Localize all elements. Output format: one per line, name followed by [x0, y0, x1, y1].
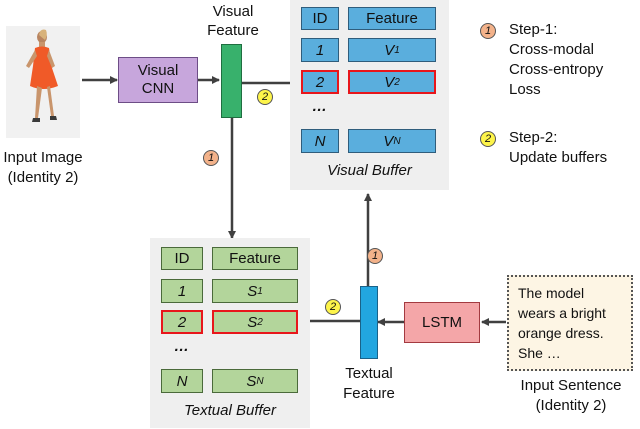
input-sentence-line1: The model	[518, 285, 585, 301]
visual-buffer	[290, 0, 449, 190]
input-image	[6, 26, 80, 138]
visual-cnn-box: Visual CNN	[118, 57, 198, 103]
visual-buffer-row-n-feature-subscript: N	[393, 135, 401, 147]
visual-buffer-row-2-id: 2	[301, 70, 339, 94]
step-2-marker-visual: 2	[257, 89, 273, 105]
textual-buffer-row-1-feature-subscript: 1	[257, 285, 263, 297]
step-2-marker-textual: 2	[325, 299, 341, 315]
input-sentence-caption-line2: (Identity 2)	[535, 397, 607, 414]
input-sentence-line4: She …	[518, 345, 561, 361]
textual-buffer-row-2-feature-subscript: 2	[257, 316, 263, 328]
textual-buffer-ellipsis: …	[174, 338, 189, 355]
visual-buffer-title: Visual Buffer	[327, 162, 412, 179]
textual-feature-bar	[360, 286, 378, 359]
legend-step-1-line4: Loss	[509, 81, 541, 98]
visual-buffer-row-1-feature-subscript: 1	[394, 44, 400, 56]
legend-step-1-line1: Step-1:	[509, 21, 558, 38]
legend-step-2-line2: Update buffers	[509, 149, 608, 166]
visual-buffer-row-n-id: N	[301, 129, 339, 153]
visual-buffer-row-2-feature-symbol: V	[384, 73, 395, 91]
legend-step-2-line1: Step-2:	[509, 129, 558, 146]
textual-buffer-row-n-feature-subscript: N	[256, 375, 264, 387]
textual-buffer-title: Textual Buffer	[184, 402, 276, 419]
legend-step-2-marker: 2	[480, 131, 496, 147]
textual-buffer-row-n-id: N	[161, 369, 203, 393]
textual-buffer-row-1-feature-symbol: S	[247, 282, 258, 300]
textual-buffer-row-1-id: 1	[161, 279, 203, 303]
visual-buffer-ellipsis: …	[312, 98, 327, 115]
visual-buffer-row-n-feature-symbol: V	[383, 132, 394, 150]
step-1-marker-visual: 1	[203, 150, 219, 166]
visual-buffer-row-2-feature-subscript: 2	[394, 76, 400, 88]
visual-buffer-header-id: ID	[301, 7, 339, 30]
visual-feature-label-line2: Feature	[207, 22, 259, 39]
input-sentence-caption-line1: Input Sentence	[520, 377, 622, 394]
legend-step-1-line2: Cross-modal	[509, 41, 595, 58]
textual-buffer-row-2-id: 2	[161, 310, 203, 334]
visual-feature-bar	[221, 44, 242, 118]
input-sentence-line3: orange dress.	[518, 325, 604, 341]
visual-cnn-line2: CNN	[141, 80, 175, 97]
step-1-marker-textual: 1	[367, 248, 383, 264]
visual-feature-label-line1: Visual	[212, 3, 254, 20]
textual-buffer-header-id: ID	[161, 247, 203, 270]
visual-cnn-line1: Visual	[137, 62, 179, 79]
textual-buffer-row-n-feature-symbol: S	[246, 372, 257, 390]
legend-step-1-marker: 1	[480, 23, 496, 39]
visual-buffer-row-1-feature-symbol: V	[384, 41, 395, 59]
input-image-caption-line2: (Identity 2)	[7, 169, 79, 186]
textual-feature-label-line2: Feature	[343, 385, 395, 402]
legend-step-1-line3: Cross-entropy	[509, 61, 604, 78]
model-photo	[6, 26, 80, 138]
textual-buffer-header-feature: Feature	[212, 247, 298, 270]
visual-buffer-header-feature: Feature	[348, 7, 436, 30]
visual-buffer-row-1-id: 1	[301, 38, 339, 62]
input-image-caption-line1: Input Image	[3, 149, 83, 166]
input-sentence-line2: wears a bright	[518, 305, 606, 321]
input-sentence-box: The model wears a bright orange dress. S…	[507, 275, 633, 371]
textual-feature-label-line1: Textual	[345, 365, 393, 382]
textual-buffer-row-2-feature-symbol: S	[247, 313, 258, 331]
lstm-box: LSTM	[404, 302, 480, 343]
